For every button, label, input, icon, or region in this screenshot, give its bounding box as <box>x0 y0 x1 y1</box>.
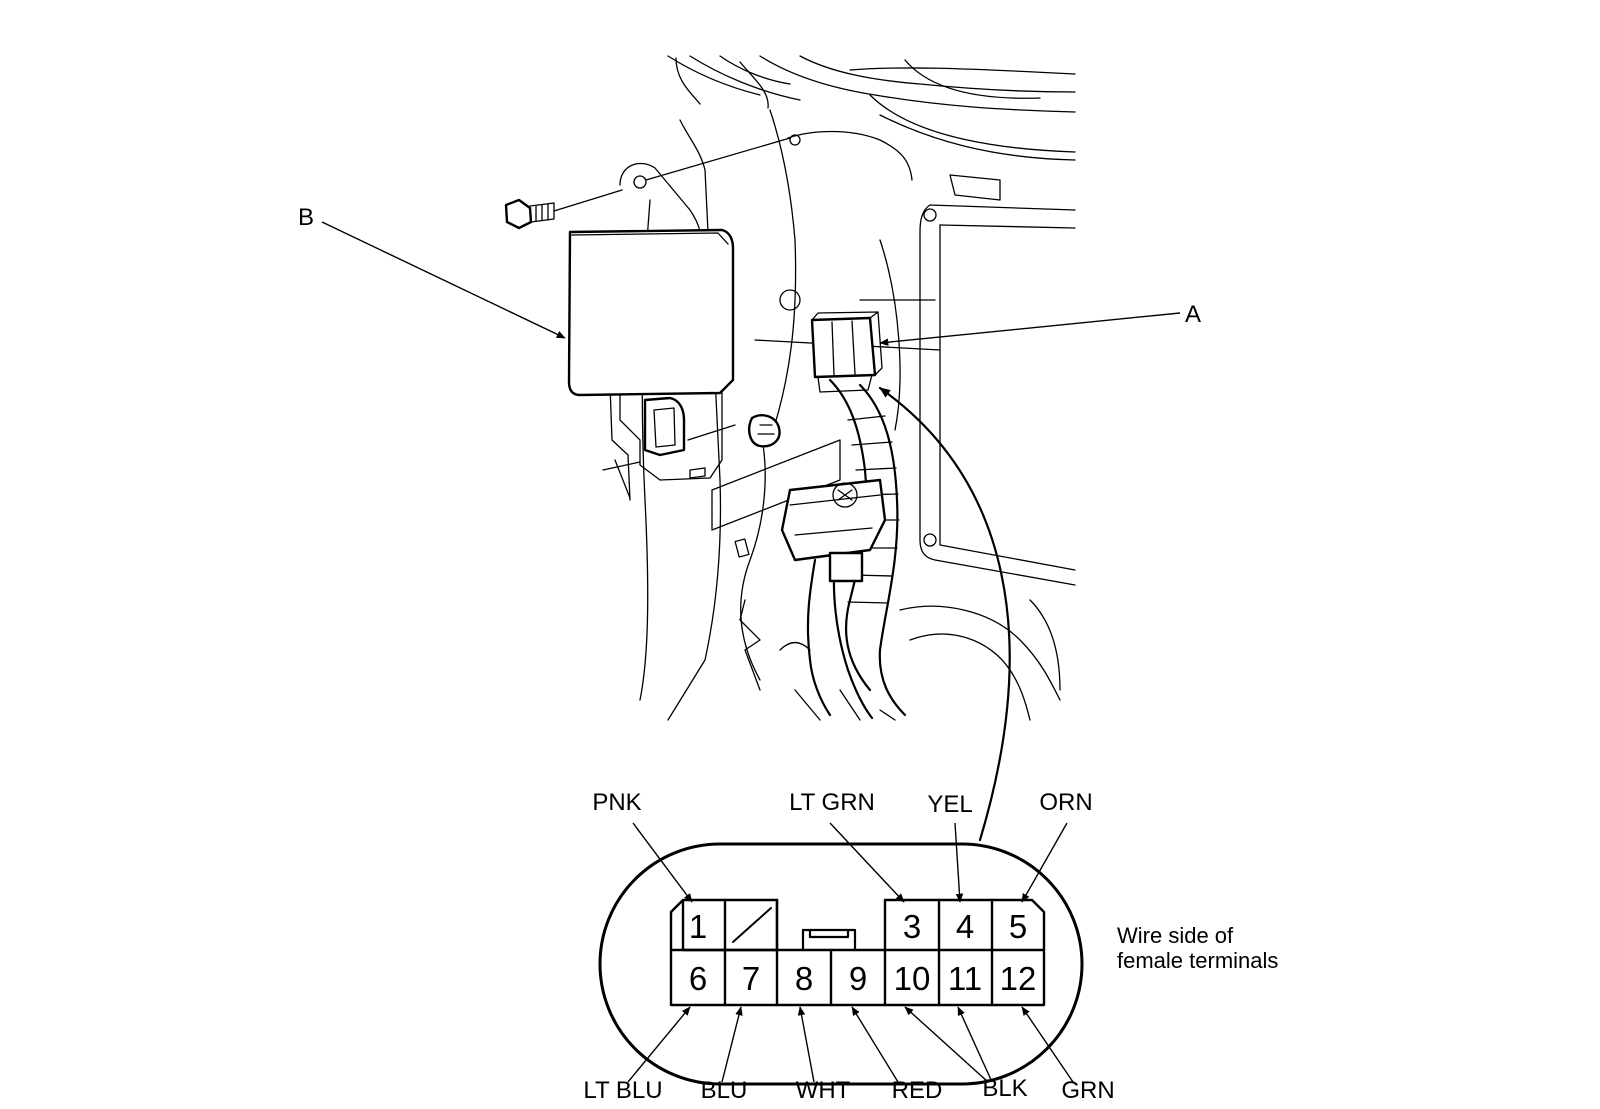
wire-color-pin1: PNK <box>592 789 641 816</box>
connector-view-note-line1: Wire side of <box>1117 923 1234 948</box>
wire-color-pin3: LT GRN <box>789 789 875 816</box>
connector-a-detail-link <box>878 386 1011 842</box>
wire-color-pin7: BLU <box>701 1077 748 1104</box>
wire-color-pin10-11: BLK <box>982 1075 1027 1102</box>
connector-lock-tab <box>801 928 857 952</box>
wire-color-pin6: LT BLU <box>583 1077 662 1104</box>
wire-color-pin5: ORN <box>1039 789 1092 816</box>
leader-a <box>879 312 1181 346</box>
wire-color-pin4: YEL <box>927 791 972 818</box>
vehicle-body-illustration <box>504 55 1076 721</box>
connector-outline <box>598 842 1084 1086</box>
leader-b <box>321 221 566 339</box>
pin-4: 4 <box>956 908 974 945</box>
callout-b-label: B <box>298 204 314 231</box>
pin-1: 1 <box>689 908 707 945</box>
connector-pinout-detail: 1 3 4 5 6 7 8 9 10 11 12 PNK LT GRN YEL … <box>583 789 1278 1104</box>
connector-view-note-line2: female terminals <box>1117 948 1278 973</box>
blank-terminal-2 <box>732 907 772 943</box>
pin-9: 9 <box>849 960 867 997</box>
pin-8: 8 <box>795 960 813 997</box>
wire-color-pin12: GRN <box>1061 1077 1114 1104</box>
pin-3: 3 <box>903 908 921 945</box>
wire-color-pin9: RED <box>892 1077 943 1104</box>
pin-6: 6 <box>689 960 707 997</box>
pin-10: 10 <box>894 960 931 997</box>
callout-a-label: A <box>1185 301 1201 328</box>
pin-12: 12 <box>1000 960 1037 997</box>
pin-7: 7 <box>742 960 760 997</box>
pin-11: 11 <box>948 960 982 997</box>
wire-color-pin8: WHT <box>796 1077 851 1104</box>
pin-5: 5 <box>1009 908 1027 945</box>
